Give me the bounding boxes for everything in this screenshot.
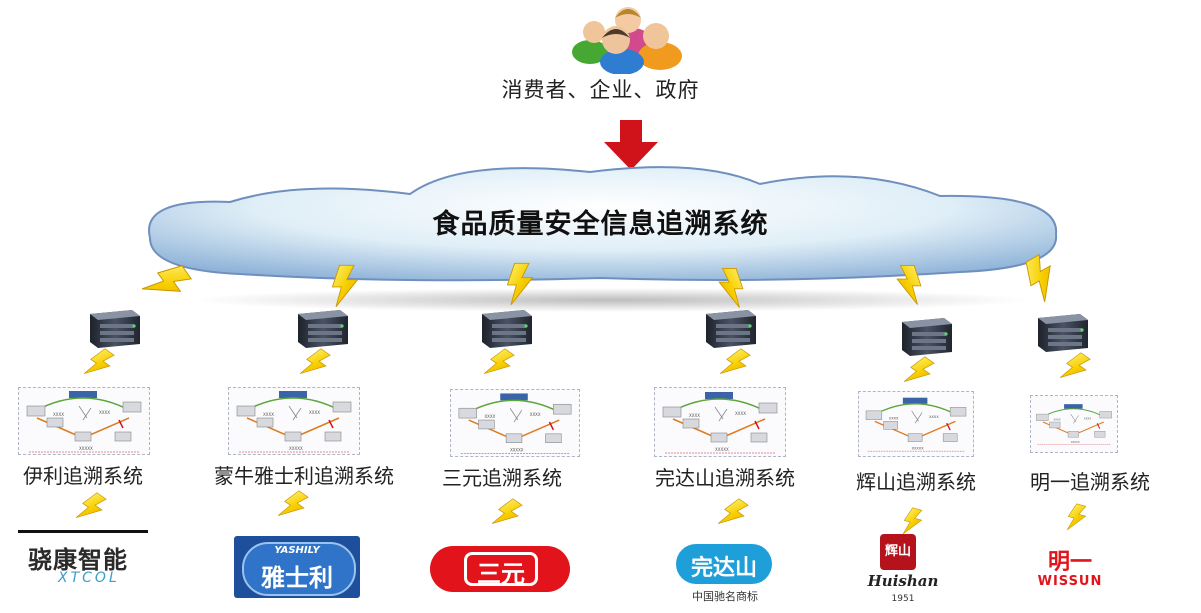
system-label: 三元追溯系统 — [430, 462, 574, 491]
logo-subtext: WISSUN — [1030, 574, 1110, 589]
wissun-logo: 明一 WISSUN — [1030, 544, 1110, 594]
bolt-icon — [1051, 346, 1097, 395]
logo-year: 1951 — [862, 594, 944, 604]
logo-subtext: Huishan — [862, 572, 944, 590]
system-label: 明一追溯系统 — [1016, 466, 1164, 495]
bolt-icon — [67, 486, 113, 535]
bolt-icon — [75, 342, 121, 391]
logo-text: 三元 — [464, 554, 538, 589]
logo-text: 雅士利 — [234, 558, 360, 593]
bolt-icon — [711, 342, 757, 391]
sanyuan-logo: 三元 — [430, 544, 570, 596]
bolt-icon — [709, 492, 755, 541]
system-diagram-thumbnail — [18, 387, 150, 455]
logo-text: 完达山 — [676, 550, 772, 582]
system-label: 完达山追溯系统 — [640, 462, 810, 491]
system-label: 蒙牛雅士利追溯系统 — [196, 460, 412, 489]
wondersun-logo: 完达山 中国驰名商标 — [670, 544, 790, 604]
logo-subtext: YASHILY — [234, 545, 360, 556]
server-icon — [896, 312, 956, 356]
huishan-logo: 辉山 Huishan 1951 — [862, 532, 944, 612]
bolt-icon — [483, 492, 529, 541]
logo-text: 明一 — [1030, 544, 1110, 576]
xtcol-logo: 骁康智能 XTCOL — [18, 530, 148, 590]
system-label: 伊利追溯系统 — [8, 460, 158, 489]
server-icon — [84, 304, 144, 348]
top-label: 消费者、企业、政府 — [0, 74, 1201, 104]
users-group-icon — [566, 4, 686, 78]
bolt-icon — [475, 342, 521, 391]
system-diagram-thumbnail — [228, 387, 360, 455]
server-icon — [292, 304, 352, 348]
server-icon — [1032, 308, 1092, 352]
bolt-icon — [1059, 498, 1093, 543]
bolt-icon — [291, 342, 337, 391]
system-diagram-thumbnail — [450, 389, 580, 457]
yashily-logo: YASHILY 雅士利 — [234, 536, 360, 598]
system-label: 辉山追溯系统 — [842, 466, 990, 495]
system-diagram-thumbnail — [858, 391, 974, 457]
logo-subtext: 中国驰名商标 — [670, 588, 780, 604]
server-icon — [700, 304, 760, 348]
bolt-icon — [269, 484, 315, 533]
logo-subtext: XTCOL — [58, 570, 120, 586]
cloud-title: 食品质量安全信息追溯系统 — [0, 202, 1201, 241]
system-diagram-thumbnail — [1030, 395, 1118, 453]
server-icon — [476, 304, 536, 348]
logo-text: 辉山 — [880, 540, 916, 559]
system-diagram-thumbnail — [654, 387, 786, 457]
